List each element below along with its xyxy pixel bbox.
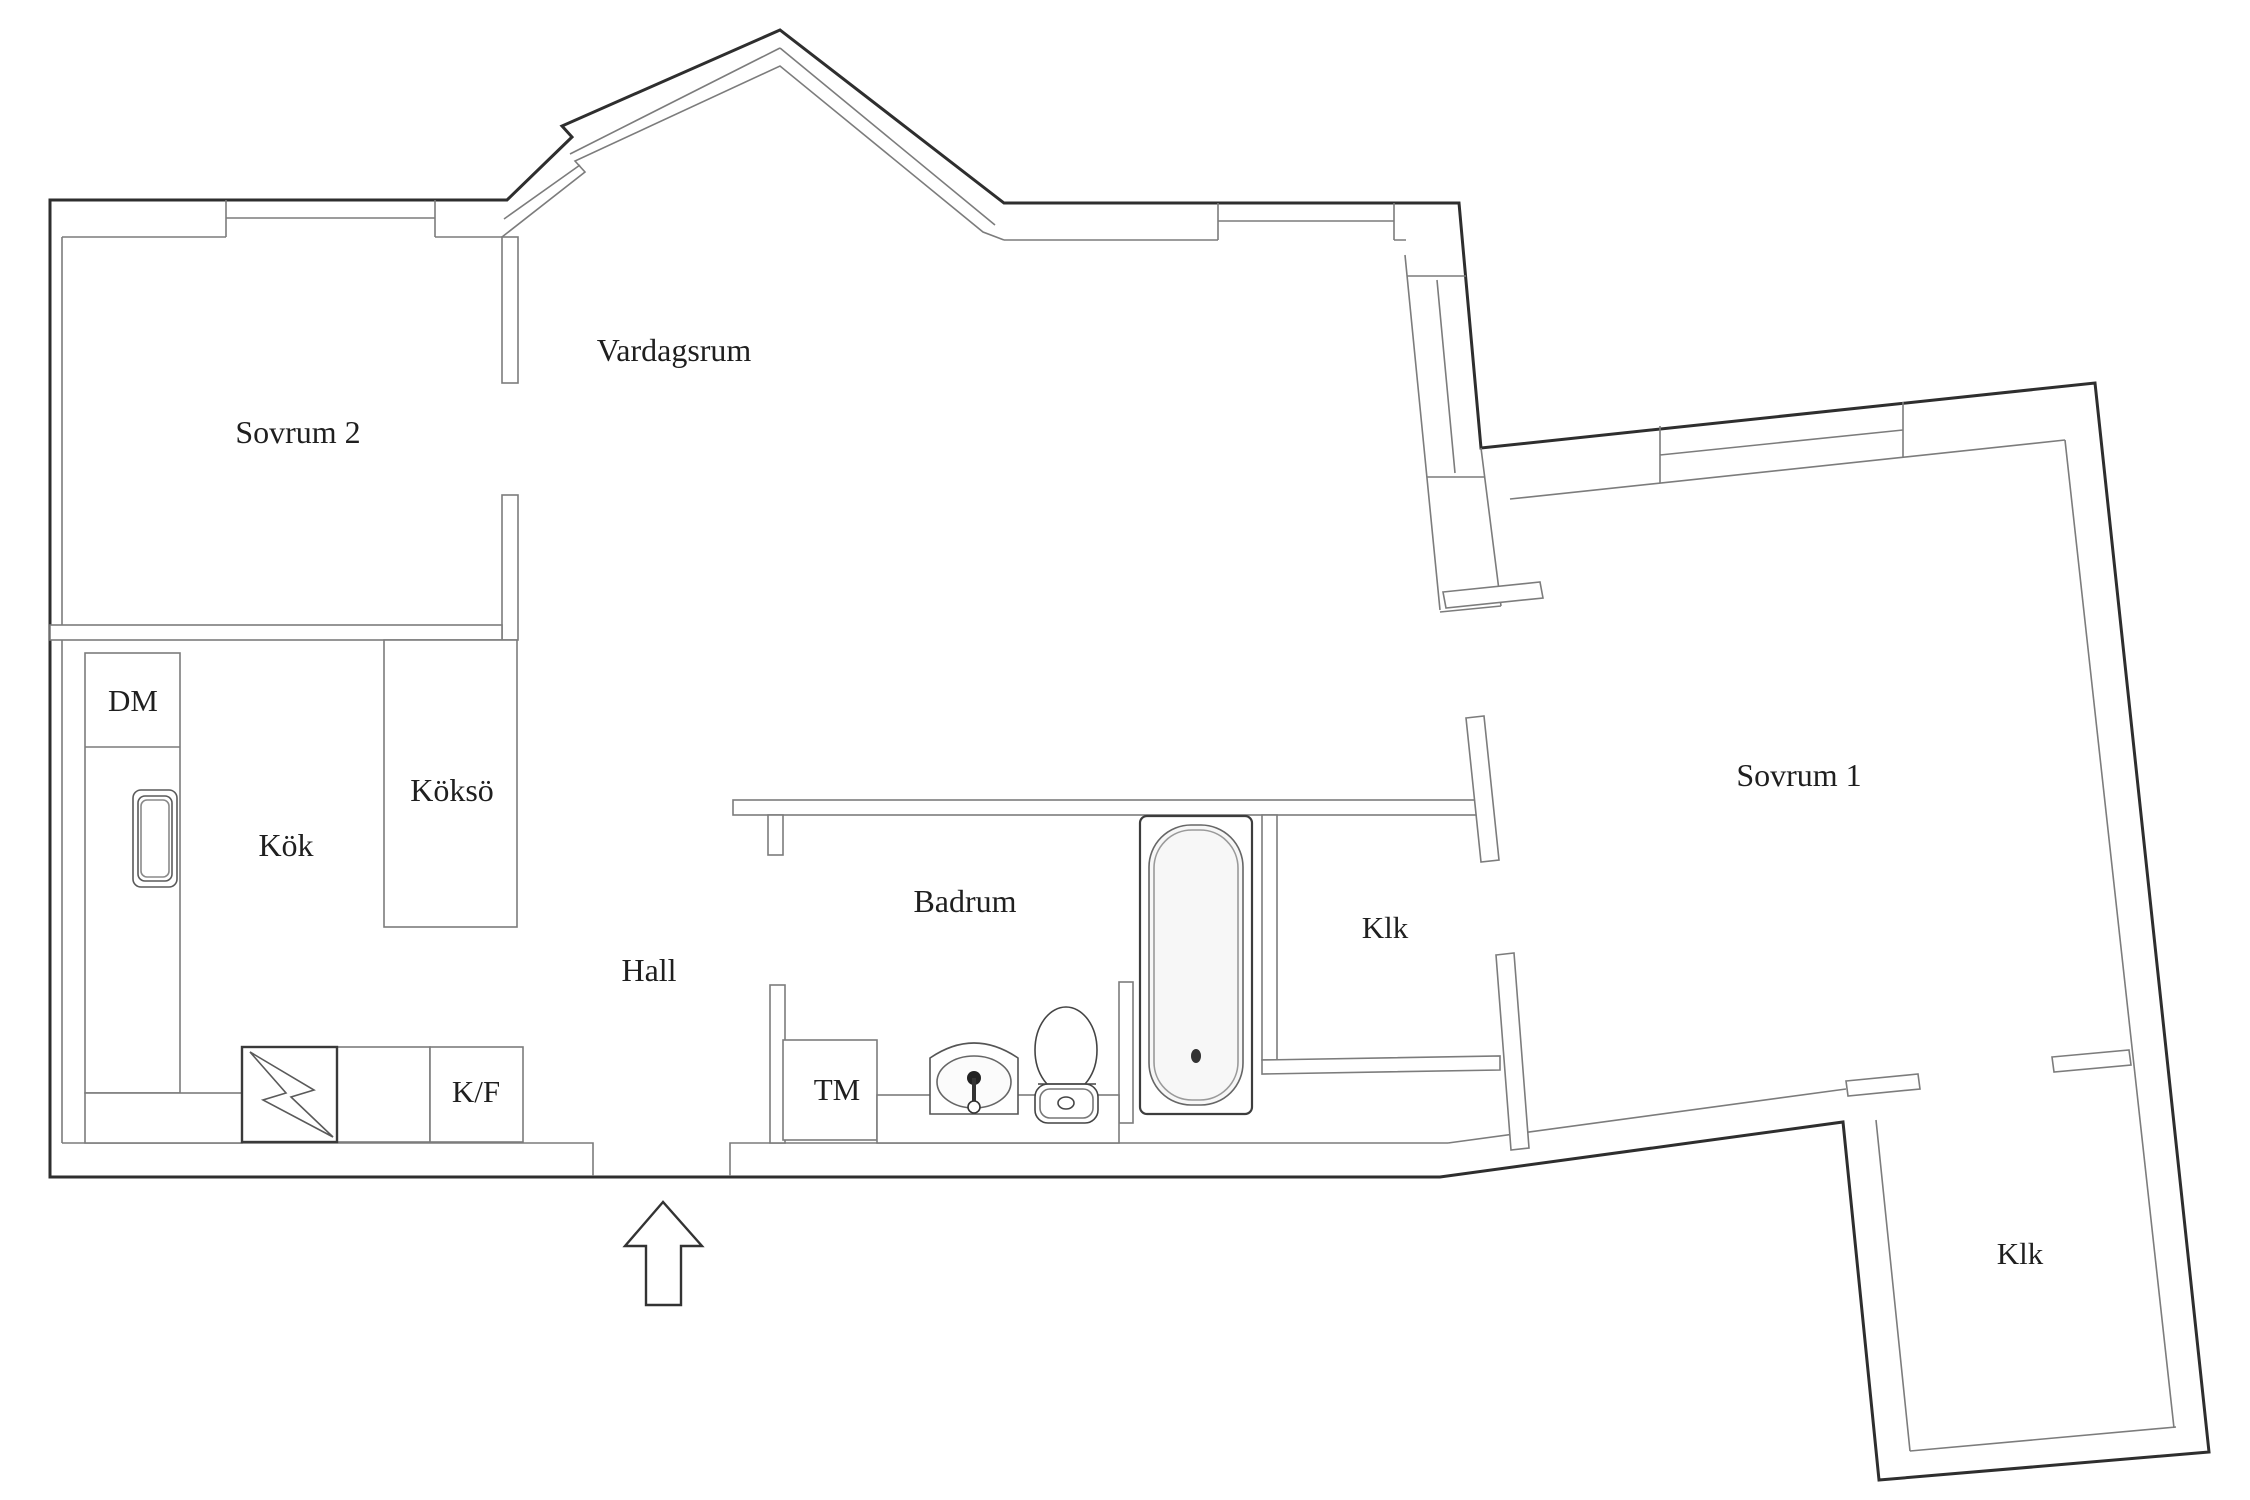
label-kok: Kök bbox=[258, 827, 313, 863]
wall-sovrum1-west-upper bbox=[1465, 715, 1500, 863]
washing-machine bbox=[782, 1039, 878, 1141]
entry-arrow-icon bbox=[622, 1200, 705, 1307]
wall-right-of-toilet bbox=[1118, 981, 1134, 1124]
label-klk-center: Klk bbox=[1362, 910, 1409, 945]
label-vardagsrum: Vardagsrum bbox=[597, 332, 752, 368]
label-tm: TM bbox=[814, 1072, 861, 1107]
bathtub-drain bbox=[1191, 1049, 1201, 1063]
fridge-freezer bbox=[429, 1046, 524, 1143]
label-kokso: Köksö bbox=[410, 772, 494, 808]
wall-badrum-door-jamb bbox=[767, 814, 784, 856]
room-labels: Sovrum 2 Vardagsrum Sovrum 1 DM Kök Köks… bbox=[108, 332, 2044, 1271]
washbasin-icon bbox=[929, 1042, 1019, 1115]
partition-walls bbox=[49, 236, 2132, 1151]
label-sovrum1: Sovrum 1 bbox=[1736, 757, 1861, 793]
kitchen-cabinet bbox=[336, 1046, 431, 1143]
exterior-walls bbox=[48, 28, 2211, 1482]
kitchen-island bbox=[383, 639, 518, 928]
label-badrum: Badrum bbox=[913, 883, 1016, 919]
wall-klk2-door-stub bbox=[2051, 1049, 2132, 1073]
label-klk-south: Klk bbox=[1997, 1236, 2044, 1271]
wall-sovrum2-upper bbox=[501, 236, 519, 384]
label-hall: Hall bbox=[621, 952, 676, 988]
wall-sovrum2-bottom bbox=[49, 624, 503, 641]
wall-klk-bottom bbox=[1261, 1055, 1501, 1075]
wall-klk2-divider bbox=[1845, 1073, 1921, 1097]
kitchen-counter-corner bbox=[84, 1092, 243, 1144]
wall-sovrum1-door-stub-north bbox=[1442, 581, 1544, 609]
wall-badrum-klk bbox=[1261, 814, 1278, 1061]
kitchen-fittings bbox=[84, 639, 524, 1144]
bathroom-fixtures bbox=[782, 814, 1254, 1144]
label-sovrum2: Sovrum 2 bbox=[235, 414, 360, 450]
electrical-panel bbox=[240, 1045, 339, 1144]
label-dm: DM bbox=[108, 683, 158, 718]
wall-badrum-top bbox=[732, 799, 1481, 816]
bathtub-icon bbox=[1138, 814, 1254, 1116]
inner-wall-lines bbox=[61, 47, 2177, 1452]
wall-sovrum1-west-lower bbox=[1495, 952, 1530, 1151]
label-kf: K/F bbox=[452, 1074, 500, 1109]
toilet-icon bbox=[1034, 1006, 1099, 1124]
kitchen-sink-icon bbox=[132, 789, 178, 888]
lightning-icon bbox=[249, 1051, 334, 1138]
wall-sovrum2-lower bbox=[501, 494, 519, 641]
